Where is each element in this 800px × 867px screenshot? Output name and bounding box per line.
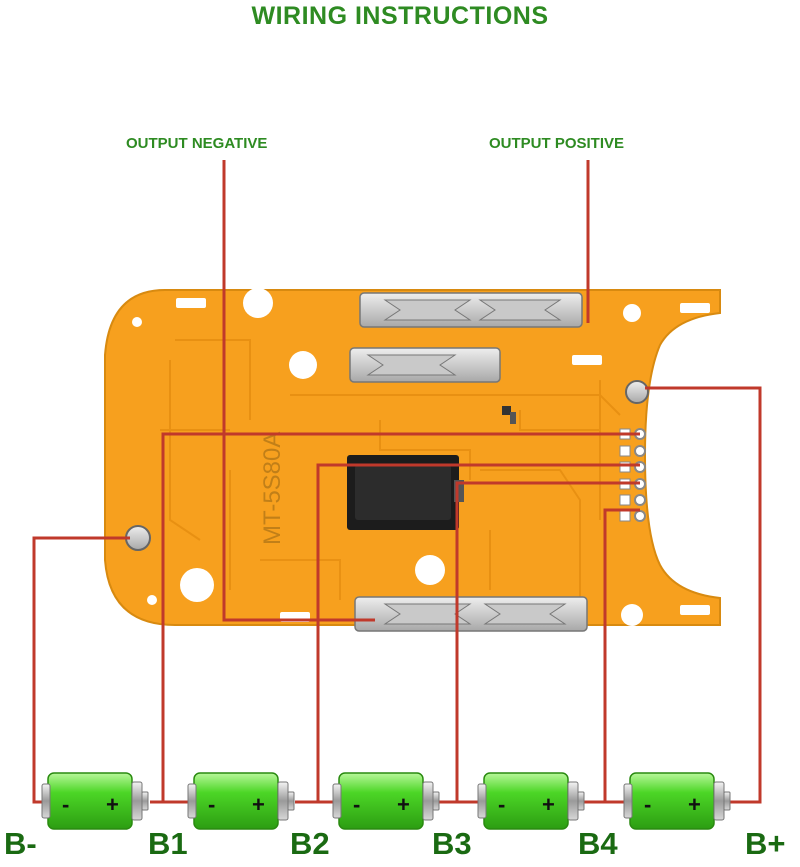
- output-secondary-tab: [349, 347, 501, 383]
- b-plus-post: [625, 380, 649, 404]
- mount-hole: [289, 351, 317, 379]
- label-b3: B3: [432, 826, 472, 861]
- battery-positive-mark: +: [106, 792, 119, 817]
- mount-hole: [415, 555, 445, 585]
- page-title: WIRING INSTRUCTIONS: [251, 2, 549, 30]
- label-b2: B2: [290, 826, 330, 861]
- battery-cell: - +: [477, 772, 585, 830]
- wire-b4: [603, 508, 640, 802]
- battery-negative-mark: -: [644, 792, 651, 817]
- battery-negative-mark: -: [498, 792, 505, 817]
- wire-b3: [455, 481, 640, 802]
- output-positive-label: OUTPUT POSITIVE: [489, 135, 625, 152]
- battery-negative-mark: -: [353, 792, 360, 817]
- label-b-minus: B-: [4, 826, 37, 861]
- output-negative-label: OUTPUT NEGATIVE: [126, 135, 268, 152]
- battery-negative-mark: -: [62, 792, 69, 817]
- battery-cell: - +: [187, 772, 295, 830]
- label-b1: B1: [148, 826, 188, 861]
- board-model-text: MT-5S80A: [259, 432, 286, 545]
- mount-hole: [623, 304, 641, 322]
- wire-b1: [161, 432, 640, 802]
- battery-positive-mark: +: [688, 792, 701, 817]
- mount-hole: [621, 604, 643, 626]
- battery-positive-mark: +: [397, 792, 410, 817]
- output-positive-tab: [359, 292, 583, 328]
- output-negative-tab: [354, 596, 588, 632]
- dc-jack-component: [347, 455, 464, 530]
- pcb-board: MT-5S80A: [104, 288, 721, 632]
- wires: [32, 160, 762, 804]
- battery-positive-mark: +: [542, 792, 555, 817]
- wire-b2: [316, 463, 640, 802]
- wire-b-plus: [645, 386, 762, 804]
- mount-hole: [243, 288, 273, 318]
- battery-cell: - +: [623, 772, 731, 830]
- mount-hole: [180, 568, 214, 602]
- wire-output-negative: [222, 160, 375, 622]
- label-b4: B4: [578, 826, 618, 861]
- balance-connector: [618, 426, 646, 526]
- battery-cell: - +: [41, 772, 149, 830]
- label-b-plus: B+: [745, 826, 786, 861]
- battery-negative-mark: -: [208, 792, 215, 817]
- battery-row: - + - + - + - +: [41, 772, 731, 830]
- battery-cell: - +: [332, 772, 440, 830]
- battery-positive-mark: +: [252, 792, 265, 817]
